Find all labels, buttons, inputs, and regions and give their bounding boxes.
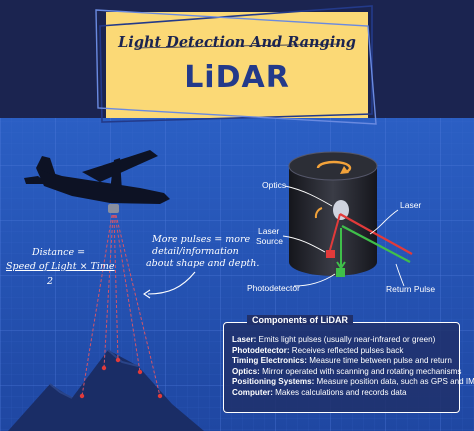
optics-label: Optics (262, 180, 287, 190)
lidar-device (288, 151, 413, 277)
photodetector-label: Photodetector (247, 283, 300, 293)
fuselage (36, 168, 170, 204)
airplane-icon (24, 150, 170, 213)
note-arrow-head (143, 289, 151, 299)
internal-laser-beam (329, 213, 341, 251)
callout-laser (369, 209, 399, 235)
pulse-impact-5 (157, 393, 163, 399)
pulse-beam-5 (115, 214, 161, 397)
component-term: Optics: (232, 366, 260, 376)
pulse-impact-2 (101, 365, 107, 371)
components-list: Laser: Emits light pulses (usually near-… (232, 335, 474, 399)
device-body (289, 166, 377, 276)
laser-source-label-1: Laser (258, 226, 280, 236)
component-desc: Measure time between pulse and return (306, 356, 452, 365)
component-term: Timing Electronics: (232, 356, 307, 365)
callout-photodetector (293, 273, 336, 287)
subtitle-underline (134, 43, 341, 49)
note-arrow (147, 271, 196, 295)
title-frame-2 (95, 9, 377, 125)
pulse-impact-1 (79, 393, 85, 399)
callout-return-pulse (395, 263, 405, 287)
component-term: Positioning Systems: (232, 377, 315, 386)
component-item-laser: Laser: Emits light pulses (usually near-… (232, 335, 458, 346)
lidar-sensor (108, 204, 119, 213)
component-item-positioning-systems: Positioning Systems: Measure position da… (232, 377, 474, 388)
mountains (8, 350, 204, 431)
device-top (288, 151, 378, 181)
optics-mirror (333, 200, 349, 220)
title-frame-1 (99, 5, 373, 123)
pulses-note-line-3: about shape and depth. (146, 258, 260, 269)
pulse-beam-4 (114, 214, 141, 373)
component-item-optics: Optics: Mirror operated with scanning an… (232, 366, 461, 378)
component-term: Laser: (232, 335, 257, 344)
formula-line-1: Distance = (32, 247, 86, 258)
component-desc: Mirror operated with scanning and rotati… (259, 366, 462, 376)
pulse-beam-3 (113, 214, 119, 361)
tail-plane (24, 176, 48, 184)
components-panel-bg (223, 322, 460, 413)
mountain-ridges (49, 349, 139, 399)
subtitle: Light Detection And Ranging (118, 34, 356, 51)
rotation-arrow-icon (316, 160, 352, 174)
tail-fin (36, 156, 56, 176)
component-desc: Makes calculations and records data (272, 387, 407, 397)
pulse-impacts (79, 357, 163, 399)
component-desc: Measure position data, such as GPS and I… (314, 377, 474, 386)
pulse-impact-3 (115, 357, 121, 363)
page-title: LiDAR (184, 60, 290, 95)
callout-laser-source (282, 235, 326, 253)
pulse-impact-4 (137, 369, 143, 375)
laser-source-icon (326, 250, 335, 258)
wing-strut (110, 158, 122, 192)
return-arrow-head (336, 261, 346, 270)
formula-line-2: Speed of Light × Time (6, 261, 115, 272)
return-pulse-label: Return Pulse (386, 284, 436, 294)
callout-optics (284, 185, 333, 207)
component-item-computer: Computer: Makes calculations and records… (232, 388, 458, 399)
pulse-beam-1 (81, 214, 113, 397)
component-term: Photodetector: (232, 345, 290, 355)
component-desc: Emits light pulses (usually near-infrare… (256, 335, 436, 344)
mirror-rotation-icon (314, 207, 323, 219)
component-term: Computer: (232, 387, 273, 397)
formula-line-3: 2 (47, 276, 54, 287)
components-title: Components of LiDAR (247, 315, 353, 325)
pulses-note-line-2: detail/information (152, 246, 239, 257)
outgoing-laser-beam (339, 213, 413, 255)
laser-source-label-2: Source (256, 236, 283, 246)
pulse-beam-2 (103, 214, 114, 369)
title-card-fill (106, 12, 368, 118)
component-item-photodetector: Photodetector: Receives reflected pulses… (232, 346, 458, 357)
title-card-art (95, 5, 377, 125)
component-desc: Receives reflected pulses back (289, 345, 404, 355)
laser-label: Laser (400, 200, 422, 210)
return-pulse-beam (341, 225, 411, 263)
laser-pulses (81, 214, 161, 397)
pulses-note-line-1: More pulses = more (152, 234, 251, 245)
callout-lines (282, 185, 405, 287)
photodetector-icon (336, 268, 345, 277)
component-item-timing-electronics: Timing Electronics: Measure time between… (232, 356, 458, 367)
rotation-arrow-head (340, 166, 349, 174)
